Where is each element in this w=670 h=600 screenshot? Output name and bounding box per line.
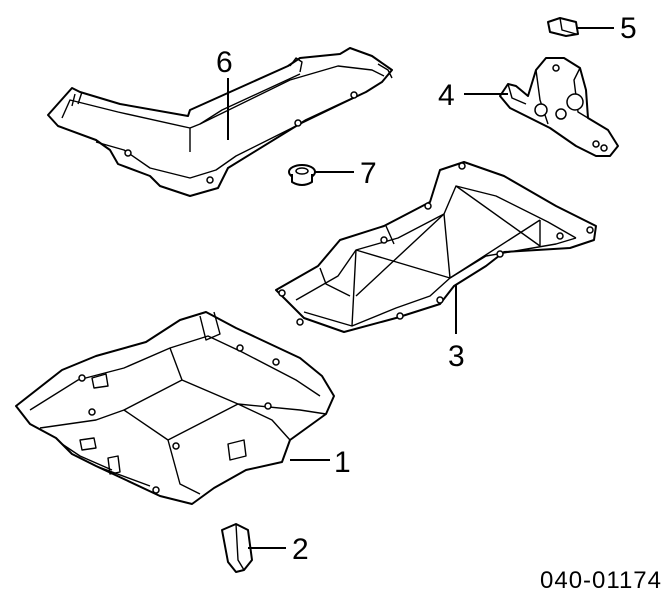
diagram-code: 040-01174 bbox=[540, 567, 662, 594]
part-4-bracket bbox=[499, 57, 619, 157]
callout-4: 4 bbox=[438, 79, 455, 112]
part-7-grommet bbox=[288, 164, 316, 186]
part-3-frame bbox=[275, 161, 597, 333]
callout-2: 2 bbox=[292, 533, 309, 566]
part-1-skid-plate bbox=[15, 311, 335, 505]
callout-5: 5 bbox=[620, 12, 637, 45]
part-5-clip bbox=[547, 17, 579, 37]
callout-6: 6 bbox=[216, 46, 233, 79]
part-6-heat-shield bbox=[47, 47, 393, 197]
callout-1: 1 bbox=[334, 446, 351, 479]
callout-7: 7 bbox=[360, 157, 377, 190]
callout-3: 3 bbox=[448, 340, 465, 373]
part-2-block bbox=[221, 523, 253, 573]
